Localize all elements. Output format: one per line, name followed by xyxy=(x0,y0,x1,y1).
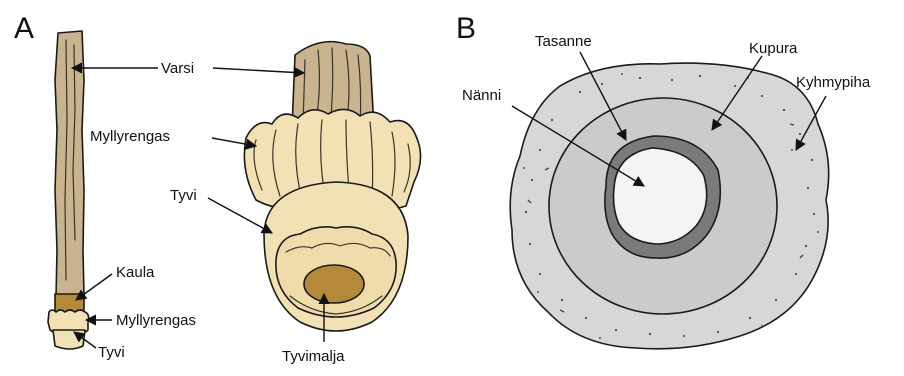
tyvimalja-cup xyxy=(304,265,364,303)
panel-b: B xyxy=(456,12,871,349)
label-nanni: Nänni xyxy=(462,87,501,104)
label-tyvi-top: Tyvi xyxy=(170,187,197,204)
label-kaula: Kaula xyxy=(116,264,155,281)
panel-b-letter: B xyxy=(456,12,476,45)
label-tyvi-bottom: Tyvi xyxy=(98,344,125,361)
panel-a: A xyxy=(14,12,421,365)
thin-stalk-base xyxy=(53,330,85,349)
label-tasanne: Tasanne xyxy=(535,33,592,50)
nanni-nipple xyxy=(614,148,707,244)
thin-stalk-ring xyxy=(48,310,89,332)
label-kyhmypiha: Kyhmypiha xyxy=(796,74,871,91)
large-specimen xyxy=(244,42,420,331)
panel-a-letter: A xyxy=(14,12,34,45)
label-kupura: Kupura xyxy=(749,40,798,57)
leader-varsi-right xyxy=(213,68,304,73)
label-myllyrengas-bottom: Myllyrengas xyxy=(116,312,196,329)
label-myllyrengas-top: Myllyrengas xyxy=(90,128,170,145)
thin-stalk-specimen xyxy=(48,31,89,349)
label-tyvimalja: Tyvimalja xyxy=(282,348,345,365)
thin-stalk-shaft xyxy=(55,31,84,297)
label-varsi: Varsi xyxy=(161,60,194,77)
